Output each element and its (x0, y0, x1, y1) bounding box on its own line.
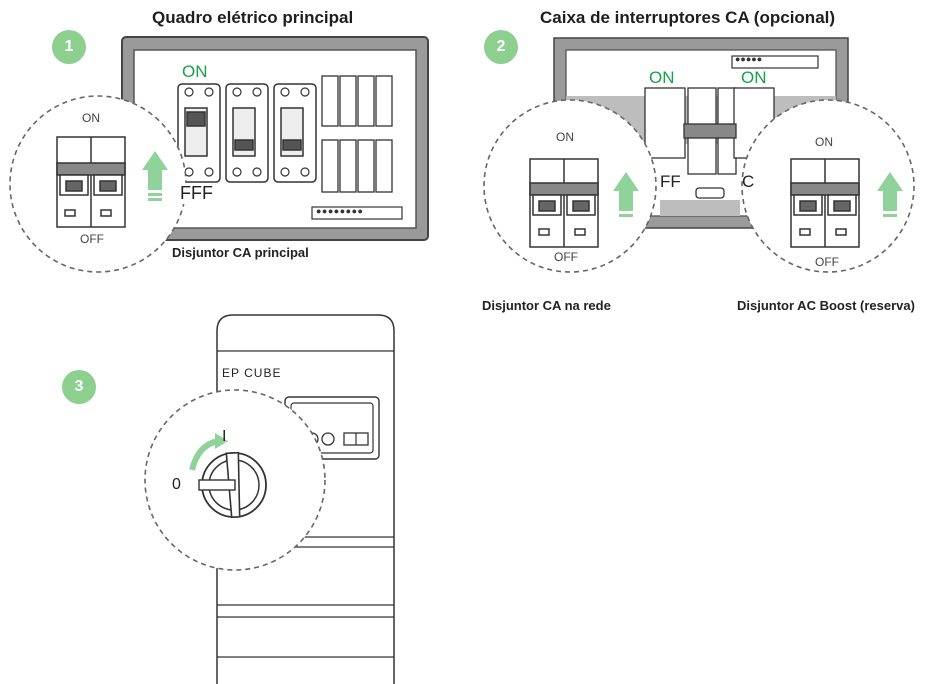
rotary-switch-icon (198, 451, 267, 519)
breaker-icon (56, 136, 126, 228)
boost-breaker-icon (790, 158, 860, 248)
step-badge-1: 1 (52, 30, 86, 64)
panel2-right-partial: C (742, 172, 755, 191)
step-badge-2: 2 (484, 30, 518, 64)
mag2-on-label: ON (556, 130, 574, 144)
arrow-up-icon (613, 172, 639, 217)
panel1-on-label: ON (182, 62, 208, 81)
main-breaker-caption: Disjuntor CA principal (172, 245, 309, 260)
switch-on-position: I (222, 428, 227, 445)
ep-cube-diagram (144, 314, 395, 684)
panel1-title: Quadro elétrico principal (152, 8, 354, 27)
grid-breaker-icon (529, 158, 599, 248)
ac-switch-box-diagram (483, 37, 915, 273)
terminal-strip: ●●●●●●●● (316, 206, 364, 216)
panel2-on-left: ON (649, 68, 675, 87)
boost-breaker-caption: Disjuntor AC Boost (reserva) (737, 298, 915, 313)
panel1-off-label: FFF (180, 183, 213, 204)
mag2-off-label: OFF (554, 250, 578, 264)
step-badge-3: 3 (62, 370, 96, 404)
main-breakers (177, 83, 317, 183)
mag3-off-label: OFF (815, 255, 839, 269)
mag3-on-label: ON (815, 135, 833, 149)
brand-logo: EP CUBE (222, 366, 282, 380)
rotate-clockwise-icon (189, 438, 219, 471)
panel2-off-partial: FF (660, 172, 681, 191)
panel2-title: Caixa de interruptores CA (opcional) (540, 8, 836, 27)
mag1-off-label: OFF (80, 232, 104, 246)
switch-off-position: 0 (172, 476, 181, 493)
arrow-up-icon (142, 151, 168, 201)
grid-breaker-caption: Disjuntor CA na rede (482, 298, 611, 313)
panel2-on-right: ON (741, 68, 767, 87)
mag1-on-label: ON (82, 111, 100, 125)
arrow-up-icon (877, 172, 903, 217)
panel2-terminal-strip: ●●●●● (735, 54, 763, 64)
